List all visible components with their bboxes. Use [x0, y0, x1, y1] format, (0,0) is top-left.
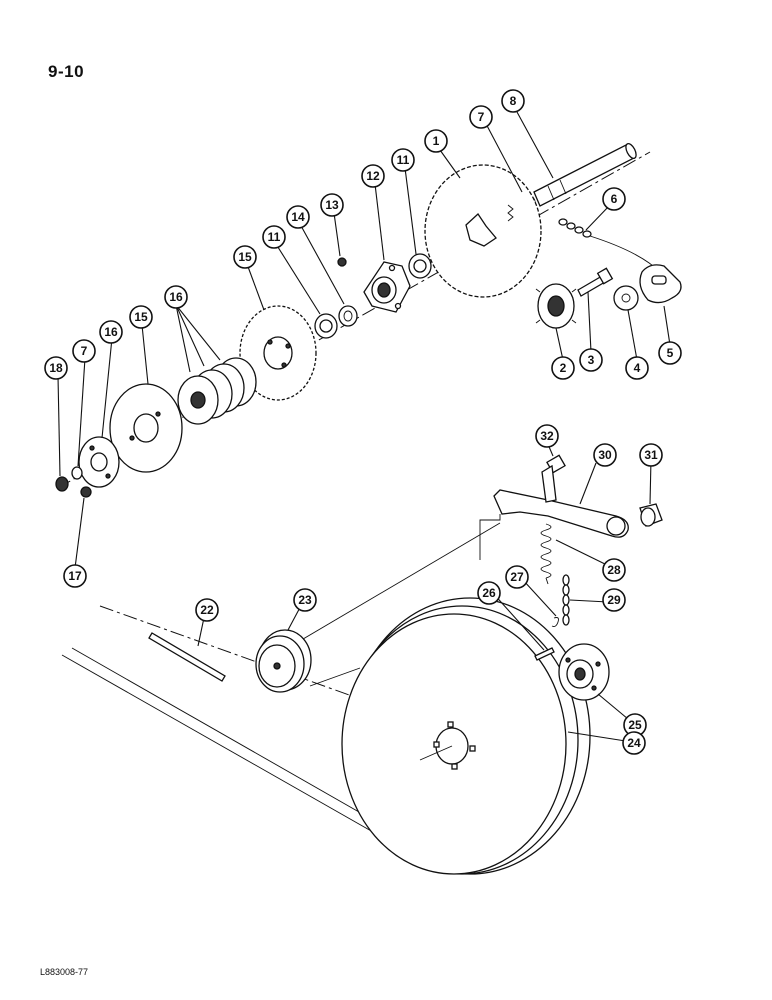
callout-31: 31 [639, 443, 663, 467]
part-26-key [534, 647, 555, 661]
callout-4: 4 [625, 356, 649, 380]
callout-32-label: 32 [540, 429, 554, 443]
part-18-nut [55, 476, 69, 492]
callout-11-upper-label: 11 [397, 153, 410, 167]
part-28-spring [540, 523, 552, 585]
part-13-grease-fitting [337, 257, 347, 267]
part-15-plate-lower [109, 383, 183, 473]
callout-15-upper-label: 15 [238, 250, 252, 264]
callout-7-lower-label: 7 [81, 344, 88, 358]
callout-1-label: 1 [433, 134, 440, 148]
callout-26-label: 26 [482, 586, 496, 600]
part-24-large-pulley [341, 597, 591, 875]
part-22-rod [148, 632, 226, 682]
callout-29: 29 [602, 588, 626, 612]
figure-code: L883008-77 [40, 967, 89, 977]
callout-13-label: 13 [325, 198, 339, 212]
callout-5-label: 5 [667, 346, 674, 360]
callout-15-upper: 15 [233, 245, 257, 269]
part-5-tensioner-plate [639, 264, 682, 304]
callout-11-upper: 11 [391, 148, 415, 172]
callout-12: 12 [361, 164, 385, 188]
callout-27: 27 [505, 565, 529, 589]
callout-5: 5 [658, 341, 682, 365]
callout-1: 1 [424, 129, 448, 153]
callout-22-label: 22 [200, 603, 214, 617]
callout-18: 18 [44, 356, 68, 380]
part-30-idler-arm [479, 489, 629, 560]
part-15-plate-upper [239, 305, 317, 401]
callout-25: 25 [623, 713, 647, 737]
callout-11-lower: 11 [262, 225, 286, 249]
callout-18-label: 18 [49, 361, 63, 375]
callout-23-label: 23 [298, 593, 312, 607]
part-32-bolt [541, 454, 566, 503]
part-11-bearing-right [408, 253, 432, 279]
part-3-bolt [577, 267, 614, 297]
part-4-washer [613, 285, 639, 311]
callout-29-label: 29 [607, 593, 621, 607]
callout-24: 24 [622, 731, 646, 755]
part-14-spacer [338, 305, 358, 327]
callout-3: 3 [579, 348, 603, 372]
callout-16-lower: 16 [99, 320, 123, 344]
callout-14: 14 [286, 205, 310, 229]
lower-shaft-centerline [99, 605, 381, 707]
callout-7-upper: 7 [469, 105, 493, 129]
part-12-flange-housing [363, 261, 411, 313]
part-7-ring-lower [71, 466, 83, 480]
callout-6: 6 [602, 187, 626, 211]
callout-14-label: 14 [291, 210, 305, 224]
part-1-large-sprocket [424, 164, 542, 298]
callout-3-label: 3 [588, 353, 595, 367]
frame-line [61, 654, 381, 837]
callout-28-label: 28 [607, 563, 621, 577]
callout-31-label: 31 [644, 448, 658, 462]
callout-16-upper: 16 [164, 285, 188, 309]
callout-17-label: 17 [68, 569, 82, 583]
callout-7-lower: 7 [72, 339, 96, 363]
part-16-disc-stack [177, 357, 257, 425]
callout-16-lower-label: 16 [104, 325, 118, 339]
callout-16-upper-label: 16 [169, 290, 183, 304]
callout-7-upper-label: 7 [478, 110, 485, 124]
part-29-chain-links [562, 574, 570, 626]
callout-17: 17 [63, 564, 87, 588]
part-2-small-sprocket [535, 283, 577, 329]
callout-15-lower: 15 [129, 305, 153, 329]
callout-28: 28 [602, 558, 626, 582]
callout-8: 8 [501, 89, 525, 113]
part-27-hook [551, 617, 559, 627]
callout-11-lower-label: 11 [268, 230, 281, 244]
callout-6-label: 6 [611, 192, 618, 206]
callout-27-label: 27 [510, 570, 524, 584]
part-6-chain [558, 218, 661, 273]
callout-13: 13 [320, 193, 344, 217]
callout-24-label: 24 [627, 736, 641, 750]
callout-8-label: 8 [510, 94, 517, 108]
callout-30: 30 [593, 443, 617, 467]
callout-22: 22 [195, 598, 219, 622]
callout-23: 23 [293, 588, 317, 612]
part-8-shaft [533, 142, 637, 207]
callout-30-label: 30 [598, 448, 612, 462]
callout-12-label: 12 [366, 169, 380, 183]
part-17-washer [80, 486, 92, 498]
part-25-hub-flange [558, 643, 610, 701]
callout-15-lower-label: 15 [134, 310, 148, 324]
callout-2-label: 2 [560, 361, 567, 375]
part-11-bearing-left [314, 313, 338, 339]
callout-25-label: 25 [628, 718, 642, 732]
belt-upper [297, 522, 501, 643]
callout-4-label: 4 [634, 361, 641, 375]
callout-26: 26 [477, 581, 501, 605]
callout-2: 2 [551, 356, 575, 380]
part-31-bushing [639, 503, 663, 527]
callout-32: 32 [535, 424, 559, 448]
part-16-flange [78, 436, 120, 488]
page-number: 9-10 [48, 62, 85, 81]
part-23-small-pulley [255, 629, 312, 693]
